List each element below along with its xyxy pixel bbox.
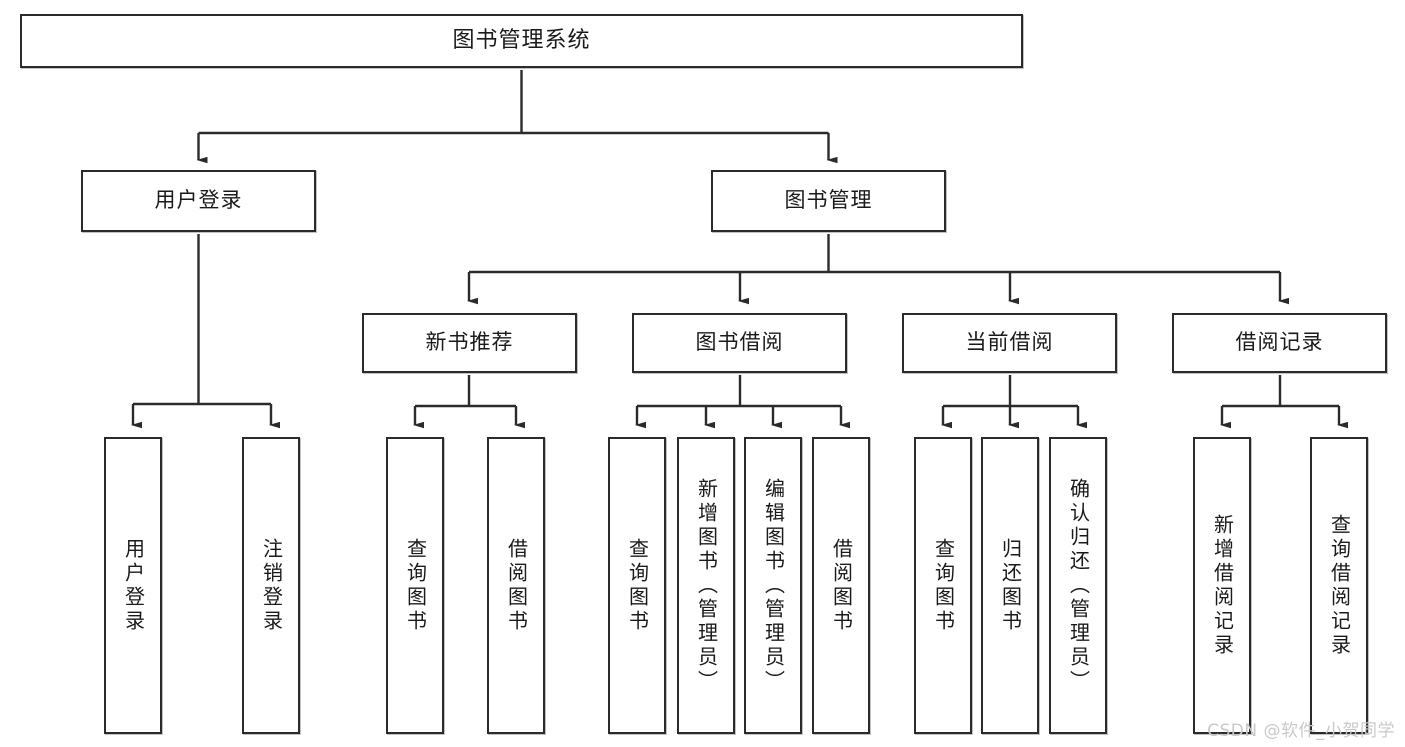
leaf-current-borrow-confirm-return-label: 确认归还（管理员）	[1066, 477, 1091, 694]
leaf-borrow-record-add[interactable]: 新增借阅记录	[1193, 437, 1251, 734]
leaf-user-login-login-label: 用户登录	[121, 537, 146, 634]
node-new-book-recommend-label: 新书推荐	[425, 330, 514, 355]
leaf-user-login-login[interactable]: 用户登录	[104, 437, 162, 734]
leaf-current-borrow-query[interactable]: 查询图书	[914, 437, 972, 734]
leaf-current-borrow-return[interactable]: 归还图书	[981, 437, 1039, 734]
node-root-system[interactable]: 图书管理系统	[20, 14, 1023, 68]
csdn-watermark: CSDN @软件_小贺同学	[1207, 721, 1395, 741]
node-book-management-label: 图书管理	[784, 188, 873, 213]
leaf-book-borrow-borrow-label: 借阅图书	[829, 537, 854, 634]
leaf-book-borrow-borrow[interactable]: 借阅图书	[812, 437, 870, 734]
node-borrow-record[interactable]: 借阅记录	[1172, 313, 1387, 373]
leaf-current-borrow-query-label: 查询图书	[931, 537, 956, 634]
leaf-new-book-borrow-label: 借阅图书	[504, 537, 529, 634]
node-new-book-recommend[interactable]: 新书推荐	[362, 313, 577, 373]
leaf-book-borrow-edit[interactable]: 编辑图书（管理员）	[744, 437, 802, 734]
leaf-book-borrow-query[interactable]: 查询图书	[608, 437, 666, 734]
node-current-borrow[interactable]: 当前借阅	[902, 313, 1117, 373]
leaf-borrow-record-query[interactable]: 查询借阅记录	[1310, 437, 1368, 734]
node-book-borrow[interactable]: 图书借阅	[632, 313, 847, 373]
node-current-borrow-label: 当前借阅	[965, 330, 1054, 355]
leaf-user-login-logout[interactable]: 注销登录	[242, 437, 300, 734]
leaf-book-borrow-edit-label: 编辑图书（管理员）	[761, 477, 786, 694]
leaf-new-book-query-label: 查询图书	[403, 537, 428, 634]
leaf-book-borrow-add[interactable]: 新增图书（管理员）	[677, 437, 735, 734]
leaf-borrow-record-add-label: 新增借阅记录	[1210, 513, 1235, 658]
node-user-login-label: 用户登录	[154, 188, 243, 213]
node-borrow-record-label: 借阅记录	[1235, 330, 1324, 355]
node-root-system-label: 图书管理系统	[452, 27, 591, 53]
leaf-user-login-logout-label: 注销登录	[259, 537, 284, 634]
leaf-book-borrow-query-label: 查询图书	[625, 537, 650, 634]
leaf-book-borrow-add-label: 新增图书（管理员）	[694, 477, 719, 694]
leaf-new-book-query[interactable]: 查询图书	[386, 437, 444, 734]
leaf-borrow-record-query-label: 查询借阅记录	[1327, 513, 1352, 658]
node-book-borrow-label: 图书借阅	[695, 330, 784, 355]
leaf-current-borrow-confirm-return[interactable]: 确认归还（管理员）	[1049, 437, 1107, 734]
node-book-management[interactable]: 图书管理	[711, 170, 946, 232]
leaf-current-borrow-return-label: 归还图书	[998, 537, 1023, 634]
leaf-new-book-borrow[interactable]: 借阅图书	[487, 437, 545, 734]
node-user-login[interactable]: 用户登录	[81, 170, 316, 232]
